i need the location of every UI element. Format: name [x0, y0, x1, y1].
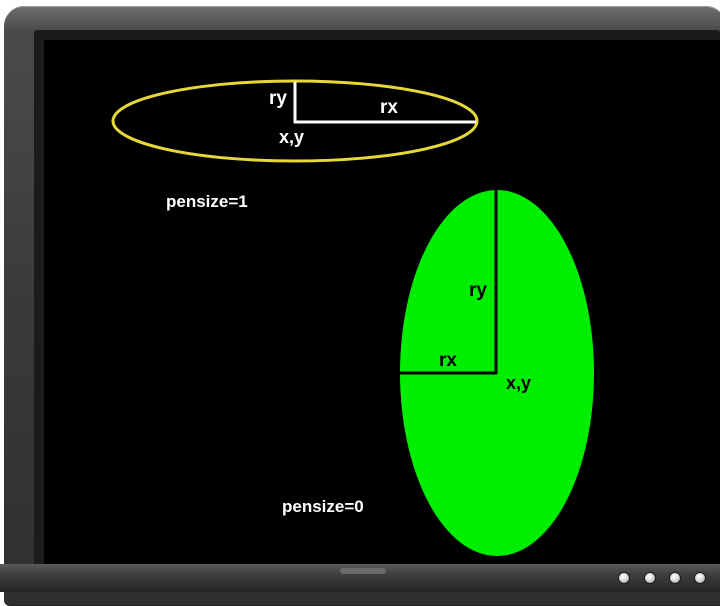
ellipse-diagram: ry rx x,y pensize=1 ry rx x,y pensize=0 [111, 79, 594, 556]
pensize-1-label: pensize=1 [166, 192, 248, 211]
outline-center-label: x,y [279, 127, 304, 147]
filled-rx-label: rx [439, 350, 457, 371]
menu-button[interactable] [644, 572, 656, 584]
filled-ry-label: ry [469, 280, 487, 301]
outline-ry-label: ry [269, 88, 287, 109]
outline-rx-label: rx [380, 97, 398, 118]
monitor-screen: ry rx x,y pensize=1 ry rx x,y pensize=0 [44, 40, 720, 564]
pensize-0-label: pensize=0 [282, 497, 364, 516]
monitor-logo-slot [340, 568, 386, 574]
adjust-button[interactable] [669, 572, 681, 584]
power-button[interactable] [618, 572, 630, 584]
filled-center-label: x,y [506, 373, 531, 393]
select-button[interactable] [694, 572, 706, 584]
outlined-ellipse [111, 79, 479, 163]
